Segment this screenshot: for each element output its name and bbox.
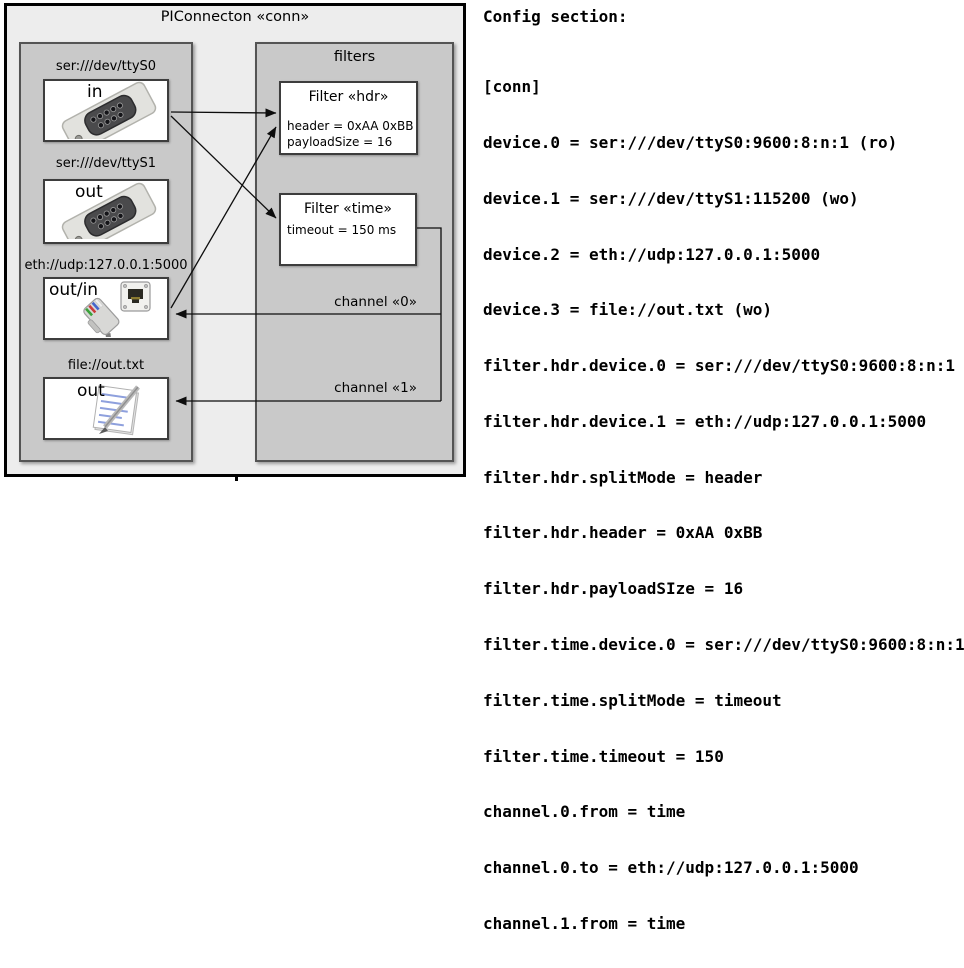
- config-line: filter.time.device.0 = ser:///dev/ttyS0:…: [483, 635, 964, 654]
- diagram-title: PIConnecton «conn»: [160, 9, 310, 25]
- config-section-body: [conn] device.0 = ser:///dev/ttyS0:9600:…: [483, 41, 964, 968]
- device-label-ttyS0: ser:///dev/ttyS0: [55, 59, 157, 74]
- device-node-eth: out/in: [43, 277, 169, 340]
- ethernet-plug: [83, 297, 120, 337]
- pencil: [99, 385, 140, 434]
- config-section-heading: Config section:: [483, 7, 628, 26]
- filter-node-time: Filter «time» timeout = 150 ms: [279, 193, 417, 266]
- filter-title: Filter «time»: [304, 201, 392, 217]
- channel-1-label: channel «1»: [334, 380, 417, 396]
- notepad-image: [92, 384, 140, 436]
- filter-prop: payloadSize = 16: [287, 135, 393, 149]
- device-node-file: out: [43, 377, 169, 440]
- config-line: channel.0.from = time: [483, 802, 686, 822]
- device-label-ttyS1: ser:///dev/ttyS1: [55, 156, 157, 171]
- config-line: device.2 = eth://udp:127.0.0.1:5000: [483, 244, 821, 264]
- serial-port-image: [61, 182, 157, 239]
- config-line: device.3 = file://out.txt (wo): [483, 300, 772, 320]
- config-line: filter.time.splitMode = timeout: [483, 690, 782, 710]
- channel-0-label: channel «0»: [334, 294, 417, 310]
- screenshot-stage: PIConnecton «conn» filters ser:///dev/tt…: [4, 3, 964, 933]
- filter-prop: timeout = 150 ms: [287, 223, 397, 237]
- device-direction: in: [87, 82, 103, 102]
- device-direction: out: [77, 381, 105, 401]
- device-node-ttyS0: in: [43, 79, 169, 142]
- filter-prop: header = 0xAA 0xBB: [287, 119, 414, 133]
- filters-panel-title: filters: [333, 49, 376, 65]
- config-line: device.1 = ser:///dev/ttyS1:115200 (wo): [483, 188, 859, 208]
- config-line: filter.hdr.device.1 = eth://udp:127.0.0.…: [483, 411, 927, 431]
- config-line: filter.hdr.payloadSIze = 16: [483, 579, 744, 599]
- device-direction: out/in: [49, 280, 99, 300]
- config-line: filter.time.timeout = 150: [483, 746, 724, 766]
- config-line: channel.0.to = eth://udp:127.0.0.1:5000: [483, 858, 859, 878]
- ethernet-jack-icon: [120, 281, 151, 312]
- config-line: filter.hdr.device.0 = ser:///dev/ttyS0:9…: [483, 356, 956, 376]
- device-label-file: file://out.txt: [67, 358, 145, 373]
- config-line: filter.hdr.splitMode = header: [483, 467, 763, 487]
- filter-node-hdr: Filter «hdr» header = 0xAA 0xBB payloadS…: [279, 81, 418, 155]
- ethernet-image: [83, 281, 151, 337]
- frame-bottom-notch: [235, 477, 238, 481]
- filter-title: Filter «hdr»: [308, 89, 389, 105]
- config-line: channel.1.from = time: [483, 913, 686, 933]
- device-direction: out: [75, 182, 103, 202]
- config-line: [conn]: [483, 77, 541, 97]
- serial-port-image: [61, 81, 157, 139]
- config-line: filter.hdr.header = 0xAA 0xBB: [483, 523, 763, 543]
- device-label-eth: eth://udp:127.0.0.1:5000: [24, 258, 188, 273]
- device-node-ttyS1: out: [43, 179, 169, 244]
- config-line: device.0 = ser:///dev/ttyS0:9600:8:n:1 (…: [483, 132, 898, 152]
